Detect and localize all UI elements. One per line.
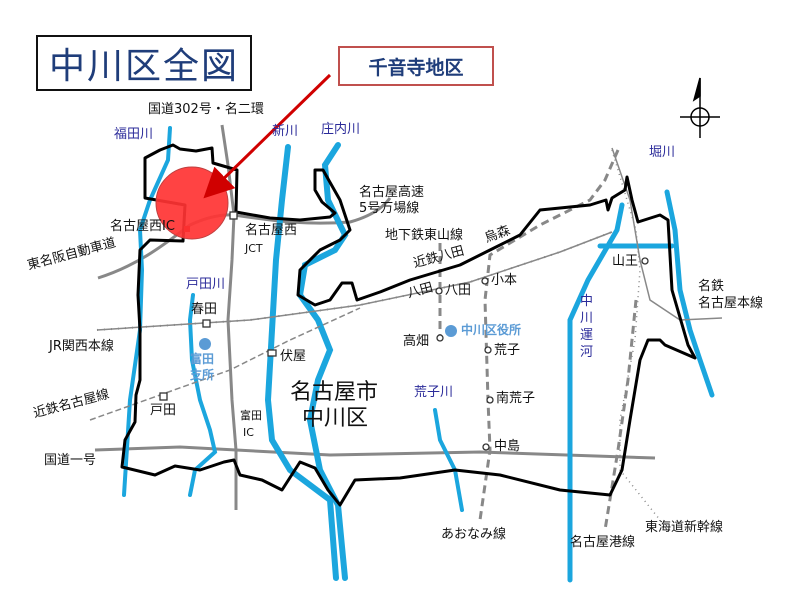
river-canal xyxy=(567,202,625,583)
rail-jr-kansai-line xyxy=(96,231,613,331)
label-jct-2: JCT xyxy=(245,242,263,255)
jct-marker xyxy=(229,211,238,220)
label-jr-kansai: JR関西本線 xyxy=(49,339,114,354)
station-marker-sanno xyxy=(641,257,649,265)
label-canal-2: 川 xyxy=(580,311,594,326)
label-jct-1: 名古屋西 xyxy=(245,223,298,238)
label-city-2: 中川区 xyxy=(302,406,369,431)
branch-office-marker xyxy=(199,338,211,350)
label-meitetsu-2: 名古屋本線 xyxy=(698,296,764,311)
river-shonai xyxy=(296,142,349,581)
river-toda xyxy=(187,293,218,497)
label-hatta-2: 八田 xyxy=(445,283,472,298)
label-toda-river: 戸田川 xyxy=(186,277,226,292)
label-branch-1: 富田 xyxy=(190,352,215,366)
label-station-fushiya: 伏屋 xyxy=(280,349,307,364)
label-higashiyama: 地下鉄東山線 xyxy=(385,228,464,243)
ward-office-marker xyxy=(445,325,457,337)
road-expressway5 xyxy=(233,197,392,225)
station-marker-takabata xyxy=(436,334,444,342)
label-nakajima: 中島 xyxy=(494,439,521,454)
label-ward-office: 中川区役所 xyxy=(461,323,522,337)
label-route1: 国道一号 xyxy=(44,453,97,468)
label-minami-arako: 南荒子 xyxy=(496,391,536,406)
rail-aonami xyxy=(478,149,620,521)
label-expressway5-2: 5号万場線 xyxy=(359,201,420,216)
road-route302 xyxy=(220,124,238,510)
label-canal-1: 中 xyxy=(580,294,594,309)
label-meitetsu-1: 名鉄 xyxy=(698,279,725,294)
river-arako xyxy=(433,408,464,512)
station-markers xyxy=(159,211,649,451)
label-hori-river: 堀川 xyxy=(649,145,676,160)
rail-jr-kansai xyxy=(96,231,613,331)
label-arako-station: 荒子 xyxy=(494,343,521,358)
rail-port-line xyxy=(603,299,638,531)
station-marker-kasuga xyxy=(202,319,211,328)
label-nagoya-nishi-ic: 名古屋西IC xyxy=(110,219,175,234)
label-tomita-ic-1: 富田 xyxy=(240,409,262,422)
highlight-arrow xyxy=(203,73,332,199)
north-arrow-icon xyxy=(680,77,720,138)
label-expressway5-1: 名古屋高速 xyxy=(359,185,425,200)
label-branch-2: 支所 xyxy=(190,368,215,382)
label-city-1: 名古屋市 xyxy=(290,380,379,405)
label-canal-3: 運 xyxy=(580,328,594,343)
station-marker-hatta xyxy=(435,287,443,295)
station-marker-nakajima xyxy=(482,443,490,451)
label-fukuda-river: 福田川 xyxy=(114,127,154,142)
map-title: 中川区全図 xyxy=(36,35,252,91)
road-route1 xyxy=(94,445,656,460)
station-marker-arako xyxy=(484,346,492,354)
label-station-toda: 戸田 xyxy=(150,403,177,418)
station-marker-minami-arako xyxy=(486,396,494,404)
station-marker-fushiya xyxy=(267,349,277,357)
label-arako-river: 荒子川 xyxy=(414,385,454,400)
label-port-line: 名古屋港線 xyxy=(570,535,636,550)
highlight-label: 千音寺地区 xyxy=(338,46,494,86)
label-takabata: 高畑 xyxy=(403,334,430,349)
ward-boundary xyxy=(120,143,697,507)
label-tomita-ic-2: IC xyxy=(243,426,254,439)
river-hori xyxy=(664,189,715,398)
label-shinkansen: 東海道新幹線 xyxy=(645,520,724,535)
label-canal-4: 河 xyxy=(580,345,594,360)
rail-shinkansen xyxy=(611,149,661,521)
label-sanno: 山王 xyxy=(612,254,639,269)
rail-meitetsu xyxy=(611,147,723,321)
label-aonami: あおなみ線 xyxy=(441,527,507,542)
station-marker-toda xyxy=(159,392,168,401)
label-komoto: 小本 xyxy=(491,273,518,288)
station-marker-komoto xyxy=(481,277,489,285)
label-station-kasuga: 春田 xyxy=(191,302,218,317)
label-route302: 国道302号・名二環 xyxy=(148,102,264,117)
label-shonai-river: 庄内川 xyxy=(321,122,361,137)
label-shin-river: 新川 xyxy=(272,124,299,139)
